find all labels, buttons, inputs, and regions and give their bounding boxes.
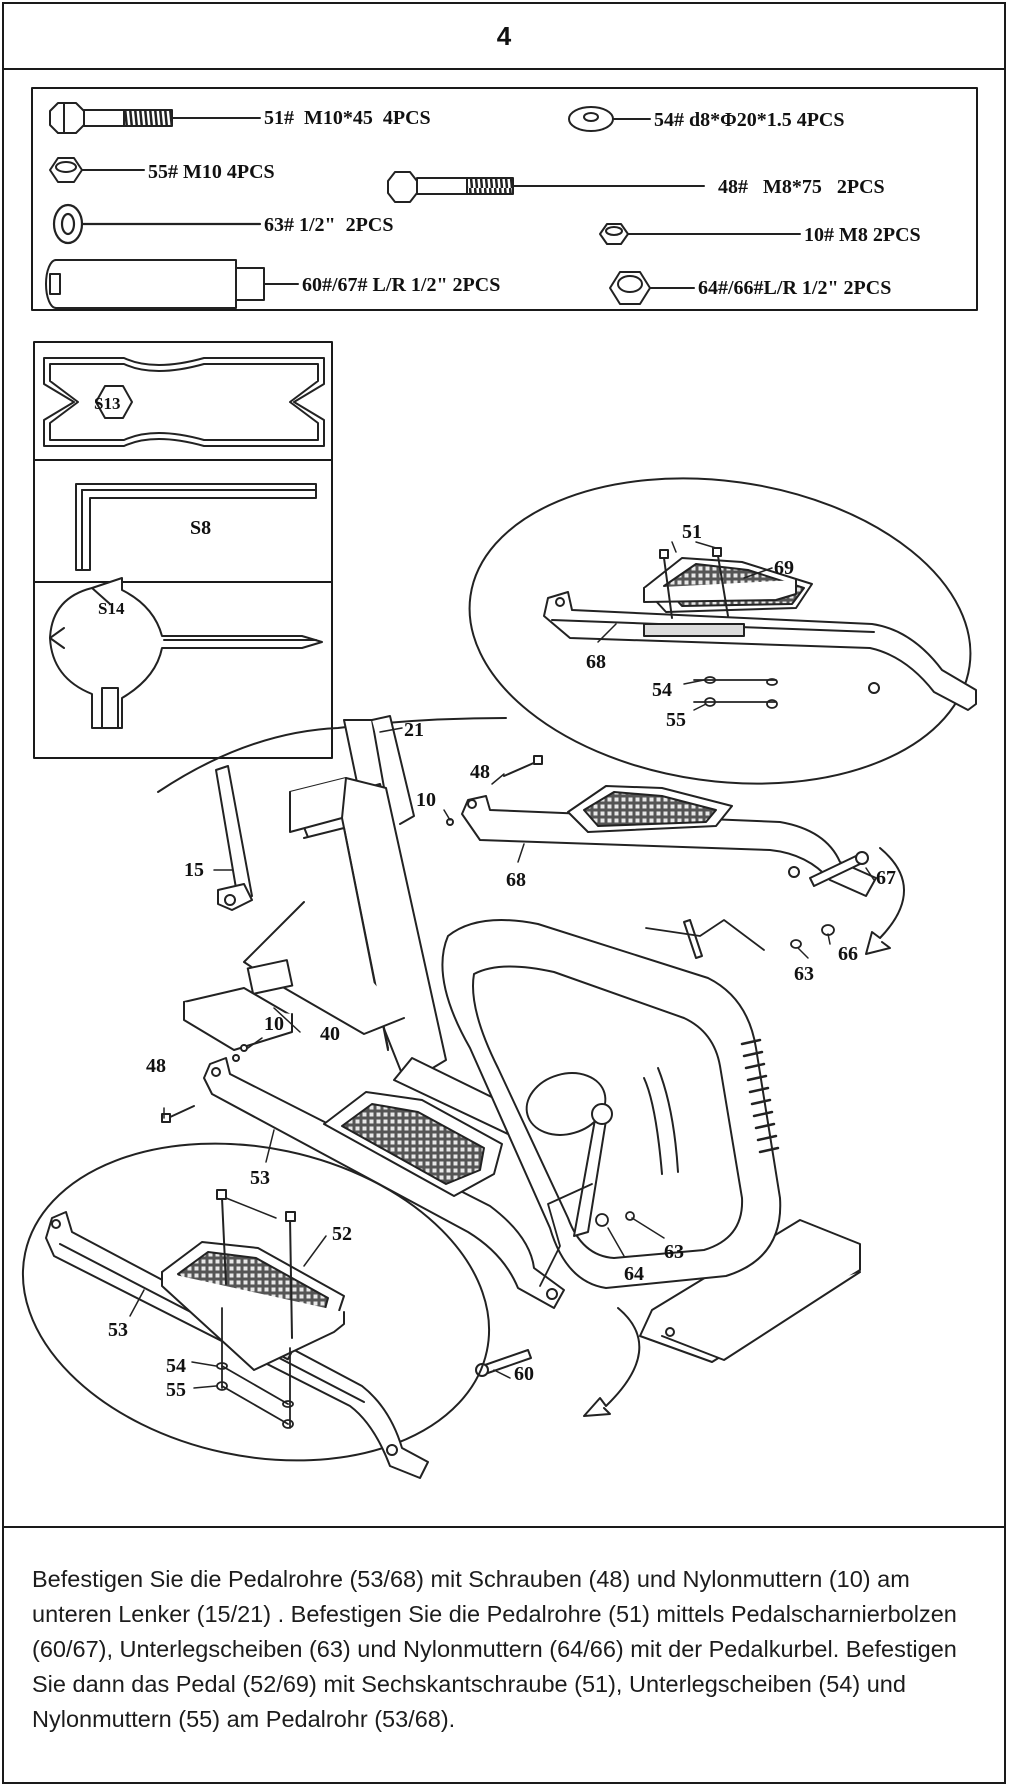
pivot-bolt-icon <box>45 259 299 309</box>
callout-66: 66 <box>838 943 858 965</box>
hardware-label-10: 10# M8 2PCS <box>804 224 921 246</box>
callout-15: 15 <box>184 859 204 881</box>
bolt-icon <box>161 1044 248 1123</box>
callout-53: 53 <box>250 1167 270 1189</box>
pedal-tube <box>461 795 877 897</box>
pedal <box>643 557 813 613</box>
bolt-icon <box>659 547 729 619</box>
nut-icon <box>539 1183 635 1287</box>
bolt-icon <box>446 755 543 826</box>
callout-64: 64 <box>624 1263 644 1285</box>
hardware-label-60-67: 60#/67# L/R 1/2" 2PCS <box>302 274 500 296</box>
callout-69: 69 <box>774 557 794 579</box>
washer-icon <box>645 919 835 951</box>
callout-52: 52 <box>332 1223 352 1245</box>
callout-55: 55 <box>166 1379 186 1401</box>
tools-box: S13 S8 S14 <box>33 341 333 759</box>
washer-icon <box>568 106 651 132</box>
lower-pedal-detail: 52 53 54 55 <box>21 1142 491 1479</box>
callout-53: 53 <box>108 1319 128 1341</box>
callout-51: 51 <box>682 521 702 543</box>
frame-column <box>183 777 447 1085</box>
callout-68: 68 <box>586 651 606 673</box>
bolt-icon <box>49 102 261 134</box>
flywheel-housing <box>441 919 782 1289</box>
hardware-label-63: 63# 1/2" 2PCS <box>264 214 393 236</box>
hardware-label-54: 54# d8*Φ20*1.5 4PCS <box>654 109 845 131</box>
rotate-arrow-icon <box>865 847 905 955</box>
allen-key-icon <box>75 483 317 571</box>
callout-10: 10 <box>416 789 436 811</box>
callout-63: 63 <box>664 1241 684 1263</box>
wrench-icon <box>43 357 325 447</box>
bolt-icon <box>216 1189 296 1339</box>
pedal <box>567 785 733 833</box>
callout-21: 21 <box>404 719 424 741</box>
rotate-arrow-icon <box>583 1307 641 1417</box>
lock-washer-icon <box>52 203 262 245</box>
lower-handlebar <box>215 765 253 911</box>
pedal-tube <box>203 1057 565 1309</box>
hardware-label-51: 51# M10*45 4PCS <box>264 107 431 129</box>
hardware-label-64-66: 64#/66#L/R 1/2" 2PCS <box>698 277 891 299</box>
bolt-icon <box>387 171 705 203</box>
callout-48: 48 <box>146 1055 166 1077</box>
hardware-box: 51# M10*45 4PCS 54# d8*Φ20*1.5 4PCS 55# … <box>31 87 978 311</box>
nut-icon <box>609 271 695 305</box>
washer-icon <box>693 676 778 709</box>
multi-tool-icon <box>49 577 323 729</box>
nut-icon <box>599 223 801 245</box>
hardware-label-48: 48# M8*75 2PCS <box>718 176 885 198</box>
callout-55: 55 <box>666 709 686 731</box>
tool-label-s14: S14 <box>98 599 125 618</box>
pivot-bolt-icon <box>809 851 869 887</box>
callout-40: 40 <box>320 1023 340 1045</box>
callout-68: 68 <box>506 869 526 891</box>
tool-label-s8: S8 <box>190 517 211 539</box>
nut-icon <box>49 157 145 183</box>
washer-icon <box>216 1307 294 1429</box>
callout-48: 48 <box>470 761 490 783</box>
callout-10: 10 <box>264 1013 284 1035</box>
tool-label-s13: S13 <box>94 394 120 413</box>
main-assembly: 21 48 10 15 68 67 66 63 40 10 48 53 63 6… <box>146 715 905 1417</box>
pivot-bolt-icon <box>475 1349 532 1377</box>
assembly-diagram: 51# M10*45 4PCS 54# d8*Φ20*1.5 4PCS 55# … <box>4 68 1004 1526</box>
pedal <box>323 1091 503 1197</box>
hardware-label-55: 55# M10 4PCS <box>148 161 275 183</box>
upper-pedal-detail: 51 69 68 54 55 <box>468 477 977 785</box>
callout-67: 67 <box>876 867 896 889</box>
pedal-tube <box>543 591 977 711</box>
step-number: 4 <box>4 4 1004 70</box>
callout-60: 60 <box>514 1363 534 1385</box>
callout-63: 63 <box>794 963 814 985</box>
callout-54: 54 <box>166 1355 186 1377</box>
callout-54: 54 <box>652 679 672 701</box>
pedal <box>161 1241 345 1371</box>
instruction-caption: Befestigen Sie die Pedalrohre (53/68) mi… <box>4 1526 1004 1784</box>
crank-arm <box>573 919 703 1237</box>
